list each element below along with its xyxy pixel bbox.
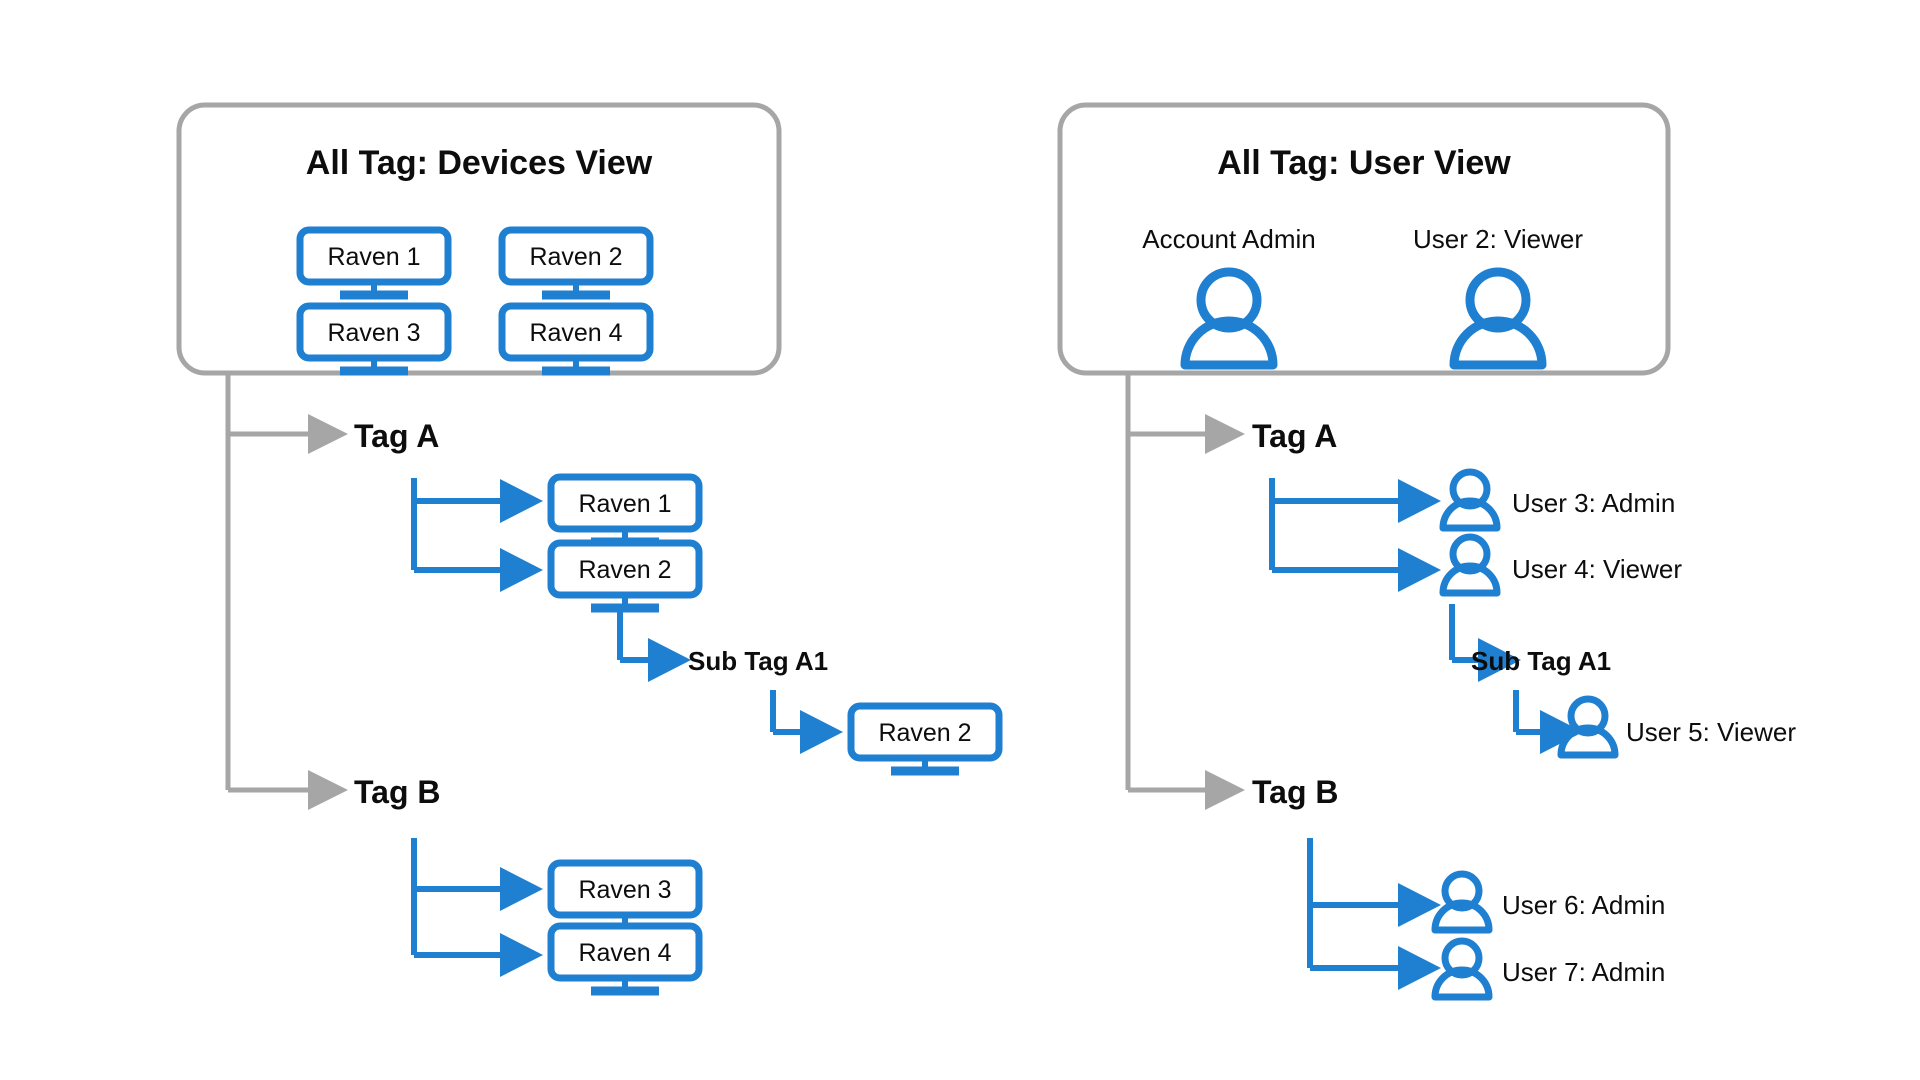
device-label: Raven 1 [578, 490, 671, 518]
monitor-icon[interactable] [498, 302, 654, 376]
user-avatar-icon[interactable] [1439, 533, 1501, 597]
arrow-right-icon [1398, 883, 1441, 927]
arrow-right-icon [500, 479, 543, 523]
user-label: User 3: Admin [1512, 488, 1675, 518]
user-avatar-icon[interactable] [1431, 870, 1493, 934]
user-avatar-icon[interactable] [1449, 267, 1547, 370]
device-label: Raven 1 [327, 243, 420, 271]
arrow-right-icon [500, 933, 543, 977]
user-label: User 7: Admin [1502, 957, 1665, 987]
user-label: User 4: Viewer [1512, 554, 1682, 584]
user-tag-a-label: Tag A [1252, 418, 1337, 454]
user-label: User 5: Viewer [1626, 717, 1796, 747]
arrow-right-icon [1205, 414, 1245, 454]
monitor-icon[interactable] [296, 302, 452, 376]
device-label: Raven 2 [578, 556, 671, 584]
user-sub-tag-a1-label: Sub Tag A1 [1471, 646, 1611, 676]
monitor-icon[interactable] [847, 702, 1003, 776]
arrow-right-icon [1540, 710, 1583, 754]
devices-panel-title: All Tag: Devices View [306, 144, 653, 182]
device-label: Raven 4 [529, 319, 622, 347]
devices-panel-border [176, 102, 782, 376]
user-tag-b-label: Tag B [1252, 774, 1339, 810]
account-admin-label: Account Admin [1142, 224, 1315, 254]
arrow-right-icon [1398, 548, 1441, 592]
device-label: Raven 3 [327, 319, 420, 347]
arrow-right-icon [1478, 638, 1521, 682]
monitor-icon[interactable] [547, 539, 703, 613]
device-label: Raven 3 [578, 876, 671, 904]
arrow-right-icon [308, 770, 348, 810]
user-avatar-icon[interactable] [1180, 267, 1278, 370]
user-avatar-icon[interactable] [1431, 937, 1493, 1001]
users-panel-title: All Tag: User View [1217, 144, 1511, 182]
user-avatar-icon[interactable] [1557, 695, 1619, 759]
device-label: Raven 2 [878, 719, 971, 747]
user-avatar-icon[interactable] [1439, 468, 1501, 532]
tag-b-label: Tag B [354, 774, 441, 810]
monitor-icon[interactable] [547, 922, 703, 996]
tag-a-label: Tag A [354, 418, 439, 454]
sub-tag-a1-label: Sub Tag A1 [688, 646, 828, 676]
arrow-right-icon [500, 867, 543, 911]
device-label: Raven 2 [529, 243, 622, 271]
users-panel-border [1057, 102, 1671, 376]
arrow-right-icon [1398, 479, 1441, 523]
arrow-right-icon [800, 710, 843, 754]
user-2-label: User 2: Viewer [1413, 224, 1583, 254]
monitor-icon[interactable] [498, 226, 654, 300]
arrow-right-icon [308, 414, 348, 454]
user-label: User 6: Admin [1502, 890, 1665, 920]
monitor-icon[interactable] [296, 226, 452, 300]
arrow-right-icon [1205, 770, 1245, 810]
arrow-right-icon [648, 638, 691, 682]
arrow-right-icon [500, 548, 543, 592]
device-label: Raven 4 [578, 939, 671, 967]
arrow-right-icon [1398, 946, 1441, 990]
